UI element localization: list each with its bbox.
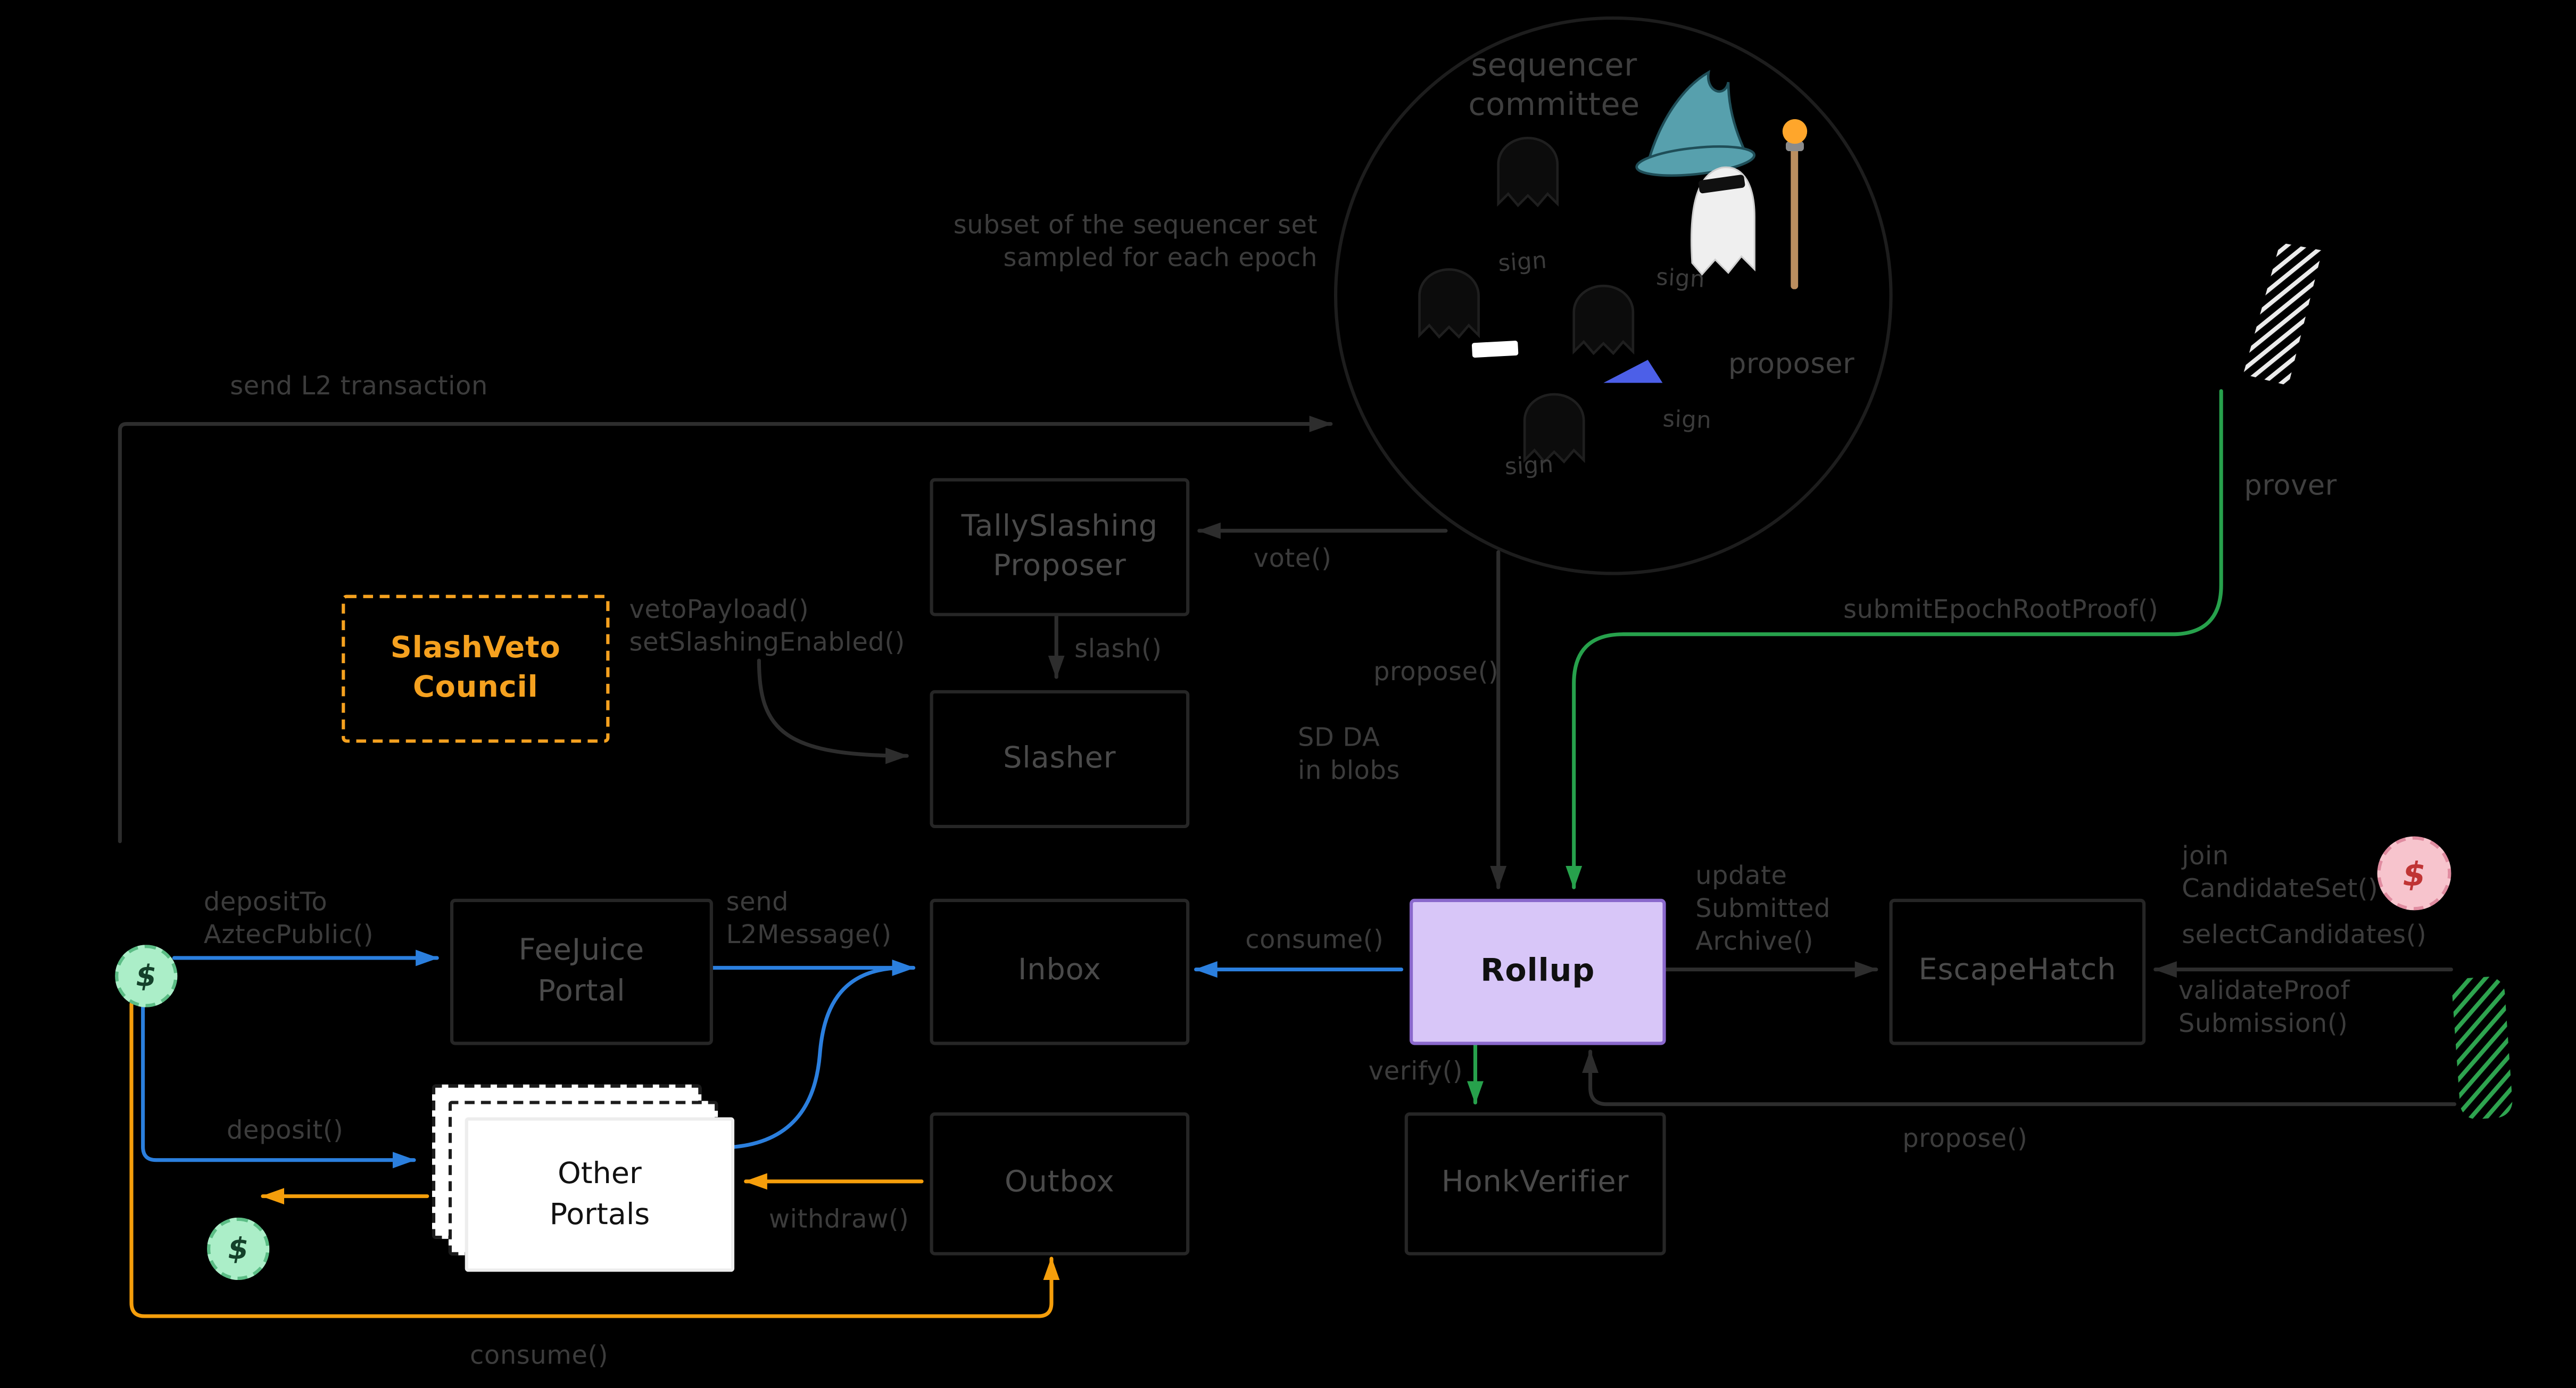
select-candidates-label: selectCandidates() bbox=[2182, 920, 2427, 950]
deposit-to-label: depositTo AztecPublic() bbox=[203, 887, 374, 949]
sign-label-3: sign bbox=[1662, 407, 1712, 435]
slasher-box: Slasher bbox=[930, 690, 1190, 829]
outbox-box: Outbox bbox=[930, 1112, 1190, 1255]
sign-label-1: sign bbox=[1497, 248, 1548, 278]
arrow-portals-to-inbox bbox=[732, 965, 902, 1149]
prover-label: prover bbox=[2244, 469, 2337, 503]
staff-orb bbox=[1782, 119, 1808, 144]
consume-outbox-label: consume() bbox=[469, 1341, 609, 1370]
slash-label: slash() bbox=[1074, 634, 1162, 664]
propose-top-label: propose() bbox=[1373, 657, 1499, 687]
wizard-staff bbox=[1791, 144, 1799, 290]
wizard-sunglasses bbox=[1698, 175, 1745, 194]
submit-epoch-root-proof-label: submitEpochRootProof() bbox=[1843, 594, 2159, 625]
committee-ghosts bbox=[1420, 138, 1633, 461]
dollar-coin-bottom: $ bbox=[207, 1217, 270, 1280]
subset-note-label: subset of the sequencer set sampled for … bbox=[953, 210, 1318, 272]
arrow-submit-epoch-root-proof bbox=[1566, 389, 2223, 889]
wizard-hat-brim bbox=[1635, 145, 1756, 177]
update-submitted-archive-label: update Submitted Archive() bbox=[1695, 861, 1831, 956]
escape-hatch-box: EscapeHatch bbox=[1889, 898, 2146, 1045]
arrow-veto-to-slasher bbox=[757, 658, 909, 764]
slash-veto-council-box: SlashVeto Council bbox=[342, 594, 610, 743]
dollar-coin-left: $ bbox=[115, 945, 178, 1007]
sequencer-committee-label: sequencer committee bbox=[1468, 47, 1640, 124]
verify-label: verify() bbox=[1368, 1056, 1463, 1086]
proposer-label: proposer bbox=[1728, 348, 1855, 382]
arrow-propose-bottom bbox=[1582, 1050, 2457, 1106]
wizard-ghost-body bbox=[1691, 166, 1755, 276]
sd-da-label: SD DA in blobs bbox=[1298, 723, 1401, 786]
vote-label: vote() bbox=[1253, 543, 1332, 574]
sign-label-4: sign bbox=[1504, 452, 1554, 481]
other-portals-box: Other Portals bbox=[465, 1117, 735, 1272]
feejuice-portal-box: FeeJuice Portal bbox=[450, 898, 713, 1045]
consume-inbox-label: consume() bbox=[1245, 925, 1384, 955]
white-marker-shape bbox=[1471, 341, 1519, 358]
validate-proof-submission-label: validateProof Submission() bbox=[2178, 976, 2350, 1038]
tally-slashing-proposer-box: TallySlashing Proposer bbox=[930, 478, 1190, 616]
candidate-hatched-figure bbox=[2452, 977, 2513, 1119]
join-candidate-set-label: join CandidateSet() bbox=[2182, 841, 2379, 904]
veto-payload-label: vetoPayload() setSlashingEnabled() bbox=[629, 594, 905, 657]
withdraw-label: withdraw() bbox=[768, 1204, 909, 1234]
propose-bottom-label: propose() bbox=[1902, 1123, 2028, 1154]
dollar-coin-right: $ bbox=[2377, 836, 2451, 911]
sign-label-2: sign bbox=[1655, 265, 1706, 294]
blue-flag-shape bbox=[1603, 360, 1663, 383]
prover-hatched-figure bbox=[2243, 242, 2323, 386]
deposit-label: deposit() bbox=[227, 1116, 344, 1145]
honk-verifier-box: HonkVerifier bbox=[1404, 1112, 1666, 1255]
send-l2-message-label: send L2Message() bbox=[726, 887, 892, 949]
rollup-box: Rollup bbox=[1409, 898, 1666, 1045]
inbox-box: Inbox bbox=[930, 898, 1190, 1045]
staff-collar bbox=[1786, 141, 1804, 152]
send-l2-transaction-label: send L2 transaction bbox=[230, 371, 488, 401]
